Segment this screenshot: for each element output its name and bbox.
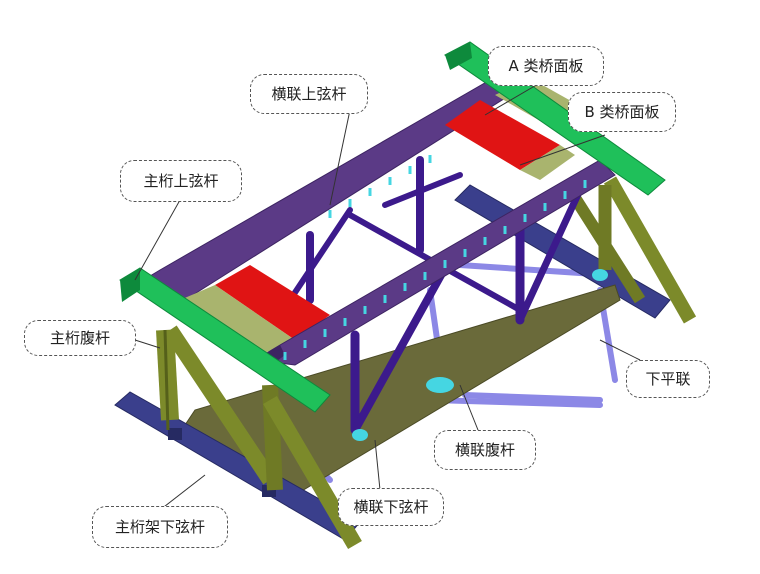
label-a-deck-panel: A 类桥面板 [488, 46, 604, 86]
chord-stiffeners [283, 155, 587, 360]
label-main-top-chord: 主桁上弦杆 [120, 160, 242, 202]
label-b-deck-panel: B 类桥面板 [568, 92, 676, 132]
label-main-bottom-chord: 主桁架下弦杆 [92, 506, 228, 548]
label-main-web-member: 主桁腹杆 [24, 320, 136, 356]
label-cross-top-chord: 横联上弦杆 [250, 74, 368, 114]
label-cross-bottom-chord: 横联下弦杆 [338, 488, 444, 526]
label-cross-web-member: 横联腹杆 [434, 430, 536, 470]
callout-pointers [134, 79, 641, 511]
cross-web-joints [352, 269, 608, 441]
far-web-members [564, 176, 697, 324]
label-lower-lateral: 下平联 [626, 360, 710, 398]
